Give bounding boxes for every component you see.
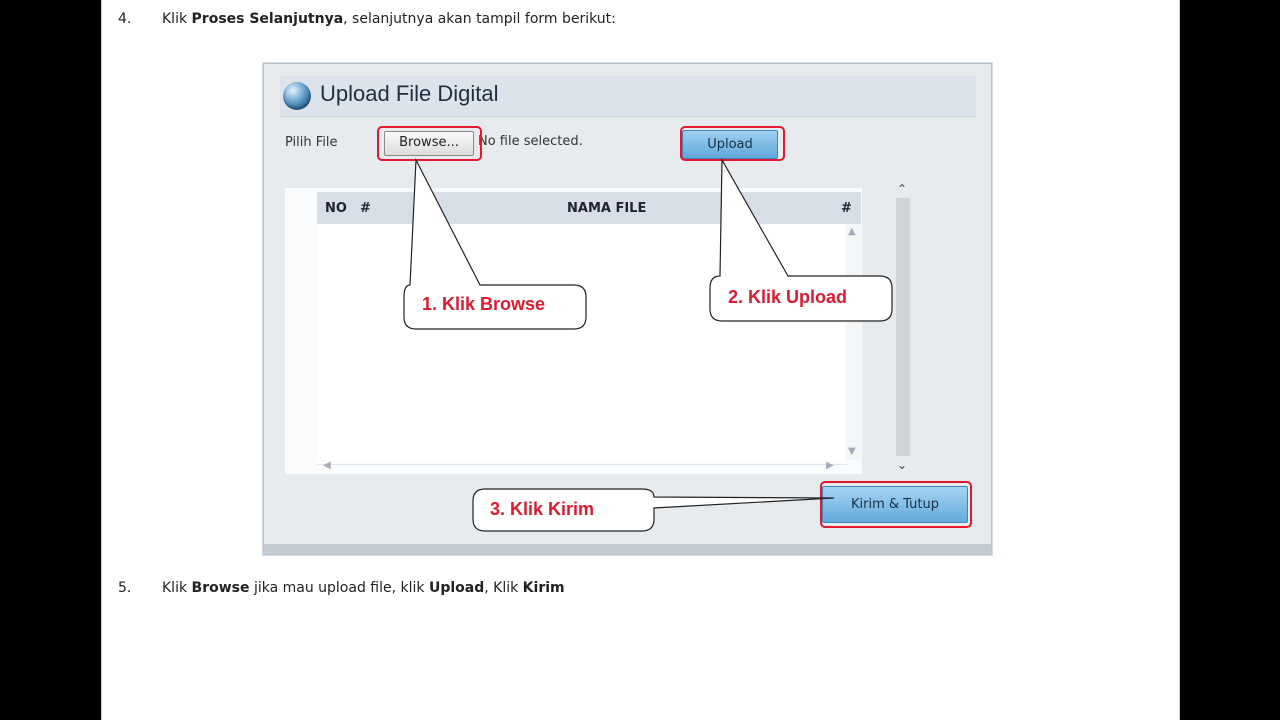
grid-col-action[interactable]: # [841,201,852,216]
step-4-prefix: Klik [162,11,192,27]
step-5-number: 5. [118,580,132,596]
kirim-tutup-button[interactable]: Kirim & Tutup [822,486,968,523]
step-4-suffix: , selanjutnya akan tampil form berikut: [343,11,616,27]
highlight-browse [377,126,482,161]
globe-icon [283,82,311,110]
step-5-text: Klik Browse jika mau upload file, klik U… [162,580,565,596]
file-grid: NO # NAMA FILE # ▲ ▼ ◀ ▶ [285,188,862,474]
step-5-bold-browse: Browse [191,580,250,596]
step-5-part1: Klik [162,580,192,596]
step-4-text: Klik Proses Selanjutnya, selanjutnya aka… [162,11,616,27]
step-5-part2: jika mau upload file, klik [249,580,429,596]
dialog-title-bar: Upload File Digital [280,76,976,117]
step-5-bold-upload: Upload [428,580,485,596]
highlight-upload [680,126,785,161]
dialog-title: Upload File Digital [320,81,499,106]
browse-button[interactable]: Browse... [384,131,474,156]
callout-shapes [403,157,893,532]
scroll-down-icon[interactable]: ▼ [848,446,856,457]
scroll-right-icon[interactable]: ▶ [826,460,834,471]
step-5-part3: , Klik [484,580,523,596]
scroll-up-icon[interactable]: ▲ [848,226,856,237]
callout-browse-text: 1. Klik Browse [422,294,546,314]
callout-upload-text: 2. Klik Upload [728,287,848,307]
document-page: 4. Klik Proses Selanjutnya, selanjutnya … [101,0,1180,720]
scroll-up-icon[interactable]: ⌃ [897,182,908,196]
step-4-bold: Proses Selanjutnya [191,11,344,27]
pilih-file-label: Pilih File [285,135,338,150]
callout-browse-bubble [403,157,587,330]
highlight-kirim [820,481,972,528]
grid-col-no[interactable]: NO [325,201,347,216]
grid-col-hash[interactable]: # [360,201,371,216]
upload-button[interactable]: Upload [682,130,778,159]
step-4-number: 4. [118,11,132,27]
grid-header: NO # NAMA FILE # [317,192,861,224]
dialog-vertical-scrollbar[interactable]: ⌃ ⌄ [894,182,912,474]
grid-horizontal-scrollbar[interactable] [317,464,847,465]
scrollbar-track[interactable] [896,198,910,456]
callout-kirim-bubble [472,488,835,532]
callout-kirim-text: 3. Klik Kirim [490,499,595,519]
scroll-down-icon[interactable]: ⌄ [897,458,908,472]
step-5-bold-kirim: Kirim [522,580,565,596]
upload-dialog-screenshot: Upload File Digital Pilih File Browse...… [263,63,992,555]
scroll-left-icon[interactable]: ◀ [323,460,331,471]
no-file-text: No file selected. [478,134,583,149]
screenshot-bottom-band [264,544,991,554]
grid-col-nama-file[interactable]: NAMA FILE [567,201,647,216]
callout-upload-bubble [709,157,893,322]
